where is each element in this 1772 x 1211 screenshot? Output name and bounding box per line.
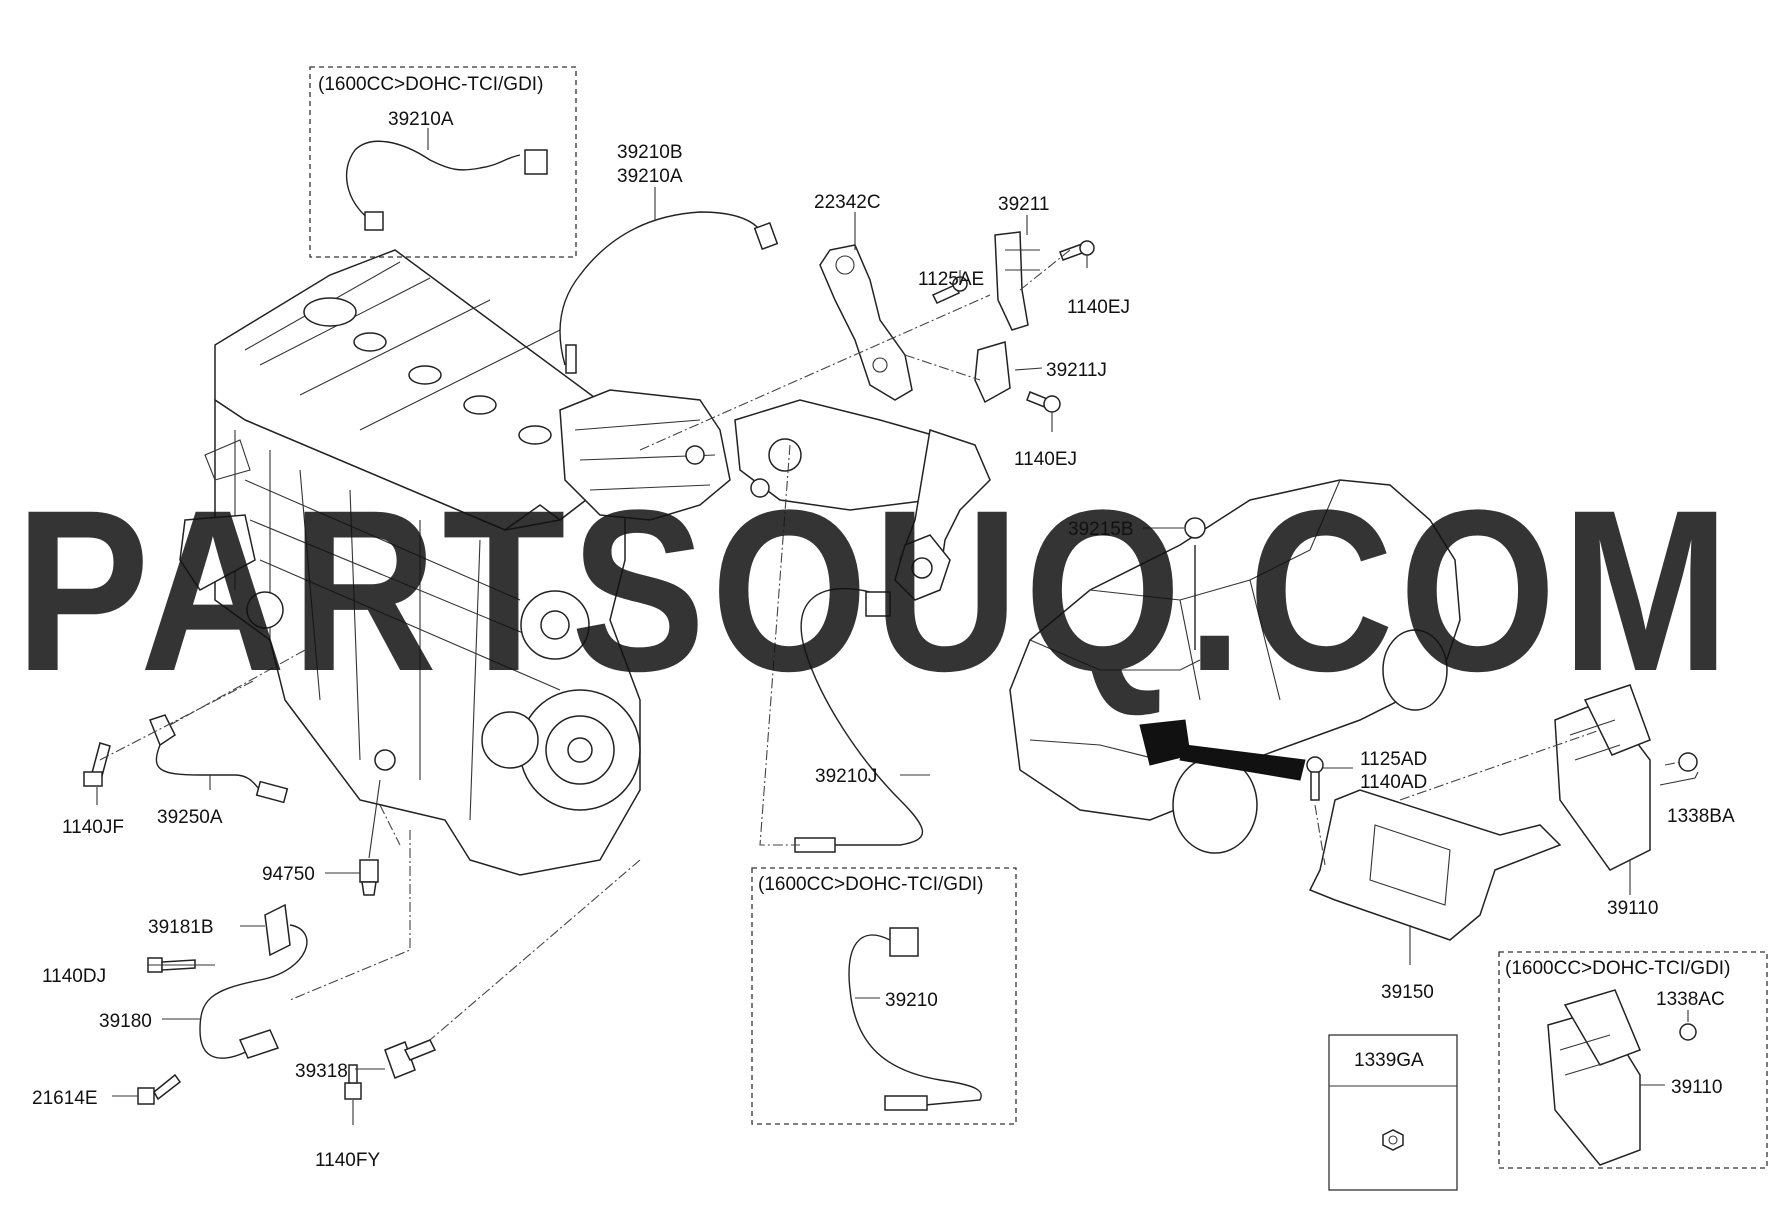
label-1140EJ-upper: 1140EJ (1067, 297, 1130, 318)
crank-sensor-39180 (199, 903, 308, 1059)
oxygen-sensor-box-top (345, 140, 548, 231)
exhaust-manifold (559, 389, 991, 601)
label-1140EJ-lower: 1140EJ (1014, 449, 1077, 470)
label-94750: 94750 (262, 864, 315, 885)
option-box-right-title: (1600CC>DOHC-TCI/GDI) (1505, 958, 1730, 979)
part-labels: 39210A 39210B 39210A 22342C 39211 1125AE… (32, 109, 1735, 1171)
vehicle-illustration (1009, 479, 1461, 854)
label-39180: 39180 (99, 1011, 152, 1032)
ecu-box-right (1547, 989, 1641, 1166)
oxygen-sensor-upper (559, 211, 779, 374)
label-1140AD: 1140AD (1360, 772, 1427, 793)
label-39181B: 39181B (148, 917, 214, 938)
label-39211: 39211 (998, 194, 1049, 215)
bracket-39211J (974, 341, 1011, 404)
option-box-middle (751, 867, 1017, 1125)
label-39210: 39210 (885, 990, 938, 1011)
label-1140JF: 1140JF (62, 817, 124, 838)
nuts-and-bolts-ecu (1306, 752, 1698, 1041)
label-39210J: 39210J (815, 766, 877, 787)
label-39215B: 39215B (1068, 519, 1134, 540)
label-1125AE: 1125AE (918, 269, 984, 290)
label-22342C: 22342C (814, 192, 881, 213)
bolt-1140JF (83, 742, 111, 787)
engine-assembly (179, 249, 641, 876)
leader-lines (96, 128, 1699, 1125)
bolt-21614E (137, 1073, 182, 1105)
label-39210B: 39210B (617, 142, 683, 163)
part-box-1339GA-title: 1339GA (1354, 1050, 1424, 1071)
label-1125AD: 1125AD (1360, 749, 1427, 770)
cam-sensor-39318 (384, 1039, 437, 1079)
label-39150: 39150 (1381, 982, 1434, 1003)
label-39211J: 39211J (1046, 360, 1107, 381)
ecu-39110 (1554, 684, 1651, 871)
option-box-top (309, 66, 577, 258)
label-1140FY: 1140FY (315, 1150, 380, 1171)
label-1140DJ: 1140DJ (42, 966, 106, 987)
ecu-bracket-39150 (1308, 789, 1562, 941)
oxygen-sensor-lower-39210J (759, 444, 924, 853)
nut-1339GA (1382, 1129, 1404, 1151)
bracket-39211 (994, 231, 1040, 331)
option-box-top-title: (1600CC>DOHC-TCI/GDI) (318, 74, 543, 95)
option-box-middle-title: (1600CC>DOHC-TCI/GDI) (758, 874, 983, 895)
bracket-22342C (819, 244, 913, 401)
sensor-94750 (359, 779, 381, 896)
label-1338AC: 1338AC (1656, 989, 1725, 1010)
label-1338BA: 1338BA (1667, 806, 1735, 827)
oxygen-sensor-box-middle (848, 927, 982, 1111)
knock-sensor-39250A (149, 714, 289, 804)
part-box-1339GA (1328, 1034, 1458, 1191)
label-39210A-box: 39210A (388, 109, 454, 130)
label-39110-upper: 39110 (1607, 898, 1658, 919)
label-39210A: 39210A (617, 166, 683, 187)
watermark: PARTSOUQ.COM (15, 462, 1735, 719)
label-39250A: 39250A (157, 807, 223, 828)
option-box-right (1498, 951, 1768, 1169)
label-21614E: 21614E (32, 1088, 98, 1109)
label-39318: 39318 (295, 1061, 348, 1082)
label-39110-lower: 39110 (1671, 1077, 1722, 1098)
